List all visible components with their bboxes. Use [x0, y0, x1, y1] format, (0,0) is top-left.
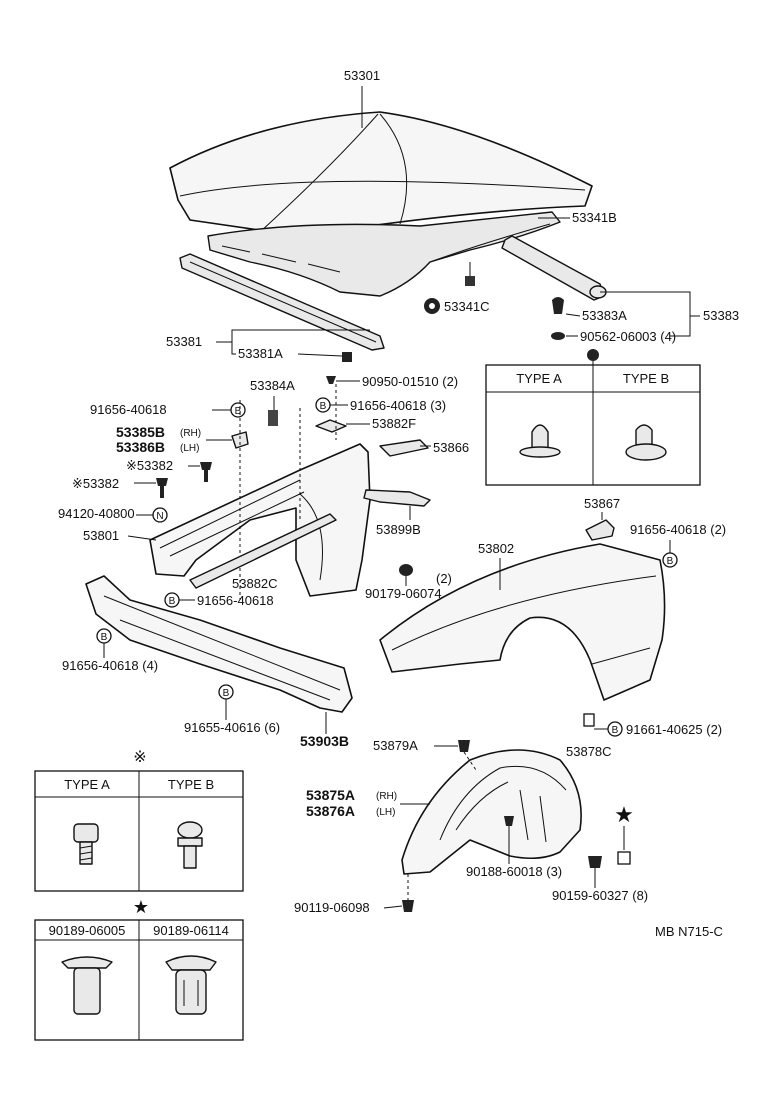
bracket-53899B: [363, 489, 431, 507]
bolt-mark: B: [667, 556, 674, 567]
bolt-mark: B: [101, 632, 108, 643]
label-53866: 53866: [433, 440, 469, 455]
label-53867: 53867: [584, 496, 620, 511]
hood-lock-support: [179, 253, 385, 362]
label-53341C: 53341C: [444, 299, 490, 314]
label-53383A: 53383A: [582, 308, 627, 323]
bolt-mark: B: [320, 401, 327, 412]
hood-inner-panel: [207, 211, 561, 297]
clip-53383A: [551, 297, 565, 340]
label-53386B-side: (LH): [180, 443, 199, 454]
label-91656-40618-d: 91656-40618: [197, 593, 274, 608]
label-90562-06003: 90562-06003 (4): [580, 329, 676, 344]
label-53386B: 53386B: [116, 439, 165, 455]
label-91656-40618-c: 91656-40618 (2): [630, 522, 726, 537]
label-53381: 53381: [166, 334, 202, 349]
label-53382-b: ※53382: [72, 476, 119, 491]
label-53875A-side: (RH): [376, 791, 397, 802]
bolt-mark: B: [235, 406, 242, 417]
fastener-table: 90189-06005 90189-06114: [34, 919, 244, 1041]
clip-type-table: TYPE A TYPE B: [485, 364, 701, 486]
lower-panel-53903B: [85, 575, 353, 713]
clip-table-type-a: TYPE A: [516, 371, 562, 386]
label-53878C: 53878C: [566, 744, 612, 759]
label-53875A: 53875A: [306, 787, 355, 803]
star-mark: ★: [614, 802, 634, 827]
clip-table-type-b: TYPE B: [623, 371, 669, 386]
label-53882C: 53882C: [232, 576, 278, 591]
label-90159-60327: 90159-60327 (8): [552, 888, 648, 903]
label-53381A: 53381A: [238, 346, 283, 361]
fastener-table-col1: 90189-06005: [49, 923, 126, 938]
label-91655-40616: 91655-40616 (6): [184, 720, 280, 735]
label-91656-40618-b: 91656-40618 (3): [350, 398, 446, 413]
hood-panel: [169, 111, 593, 237]
label-91661-40625: 91661-40625 (2): [626, 722, 722, 737]
label-53382-a: ※53382: [126, 458, 173, 473]
nut-mark: N: [156, 511, 163, 522]
label-90950-01510: 90950-01510 (2): [362, 374, 458, 389]
hood-weatherstrip: [501, 235, 607, 301]
label-90119-06098: 90119-06098: [294, 900, 370, 915]
label-53384A: 53384A: [250, 378, 295, 393]
label-53903B: 53903B: [300, 733, 349, 749]
screw-table-mark: ※: [133, 749, 146, 766]
screw-table-type-b: TYPE B: [168, 777, 214, 792]
brace-53882C: [189, 513, 337, 589]
label-53876A-side: (LH): [376, 807, 395, 818]
label-90179-qty: (2): [436, 571, 452, 586]
bolt-mark: B: [223, 688, 230, 699]
fastener-table-col2: 90189-06114: [153, 923, 229, 938]
label-53801: 53801: [83, 528, 119, 543]
footer-code: MB N715-C: [655, 924, 723, 939]
label-53882F: 53882F: [372, 416, 416, 431]
label-91656-40618-e: 91656-40618 (4): [62, 658, 158, 673]
label-90179-06074: 90179-06074: [365, 586, 442, 601]
fastener-table-mark: ★: [133, 897, 149, 917]
label-94120-40800: 94120-40800: [58, 506, 135, 521]
screw-type-table: TYPE A TYPE B: [34, 770, 244, 892]
label-91656-40618-a: 91656-40618: [90, 402, 167, 417]
label-90188-60018: 90188-60018 (3): [466, 864, 562, 879]
label-53341B: 53341B: [572, 210, 617, 225]
fender-apron-53801: [149, 384, 371, 600]
label-53879A: 53879A: [373, 738, 418, 753]
front-fender-53802: [379, 543, 666, 701]
label-53385B-side: (RH): [180, 428, 201, 439]
bolt-mark: B: [169, 596, 176, 607]
label-53876A: 53876A: [306, 803, 355, 819]
label-53899B: 53899B: [376, 522, 421, 537]
hood-cushion: [424, 262, 475, 314]
fender-liner-53875A: [401, 749, 582, 875]
bolt-mark: B: [612, 725, 619, 736]
label-53802: 53802: [478, 541, 514, 556]
screw-table-type-a: TYPE A: [64, 777, 110, 792]
label-53383: 53383: [703, 308, 739, 323]
label-53301: 53301: [344, 68, 380, 83]
label-53385B: 53385B: [116, 424, 165, 440]
